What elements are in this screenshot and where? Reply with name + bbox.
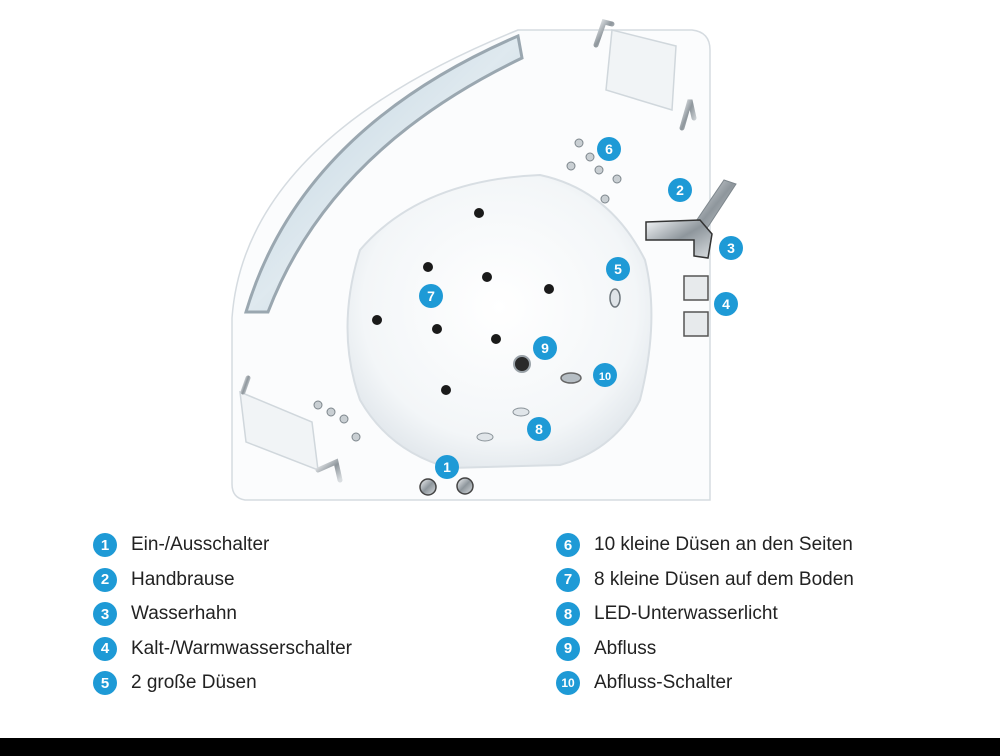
legend-item-7: 7 8 kleine Düsen auf dem Boden [556, 563, 854, 598]
marker-5-label: 5 [614, 261, 622, 277]
on-off-switch-left [419, 478, 437, 496]
marker-2-circle [668, 178, 692, 202]
floor-jets [372, 208, 554, 395]
legend-item-5: 5 2 große Düsen [93, 666, 352, 701]
legend-badge: 1 [93, 533, 117, 558]
marker-1-label: 1 [443, 459, 451, 475]
legend-text: 10 kleine Düsen an den Seiten [594, 534, 853, 556]
marker-9-circle [533, 336, 557, 360]
legend-text: LED-Unterwasserlicht [594, 603, 778, 625]
drain-switch [560, 372, 582, 384]
basin [346, 173, 653, 470]
marker-9: 9 [533, 336, 557, 360]
marker-4: 4 [714, 292, 738, 316]
marker-4-label: 4 [722, 296, 730, 312]
switch-cold-warm-top [683, 275, 709, 301]
side-jets [313, 138, 622, 442]
legend-text: Ein-/Ausschalter [131, 534, 270, 556]
legend-badge: 5 [93, 671, 117, 696]
marker-3-label: 3 [727, 240, 735, 256]
legend-text: Abfluss [594, 637, 657, 659]
legend-text: Abfluss-Schalter [594, 672, 733, 694]
legend-text: Handbrause [131, 568, 235, 590]
legend-badge: 6 [556, 533, 580, 558]
marker-3-circle [719, 236, 743, 260]
footer-bar [0, 738, 1000, 756]
switch-cold-warm-bottom [683, 311, 709, 337]
marker-8: 8 [527, 417, 551, 441]
grab-handle-top [593, 19, 615, 48]
markers-layer: 1 2 3 4 5 6 7 8 9 10 [419, 137, 743, 479]
legend-badge: 7 [556, 567, 580, 592]
marker-7-circle [419, 284, 443, 308]
marker-10: 10 [593, 363, 617, 387]
grab-handle-left [240, 375, 251, 395]
faucet [645, 219, 713, 259]
legend-badge: 8 [556, 602, 580, 627]
legend-badge: 2 [93, 567, 117, 592]
legend-item-8: 8 LED-Unterwasserlicht [556, 597, 854, 632]
marker-7-label: 7 [427, 288, 435, 304]
legend-right-column: 6 10 kleine Düsen an den Seiten 7 8 kleine … [556, 528, 854, 701]
marker-6-circle [597, 137, 621, 161]
legend-badge: 4 [93, 636, 117, 661]
bathtub-diagram: 1 2 3 4 5 6 7 8 9 10 [231, 19, 743, 501]
on-off-switch-right [456, 477, 474, 495]
legend-badge: 3 [93, 602, 117, 627]
legend-text: 2 große Düsen [131, 672, 257, 694]
legend-item-9: 9 Abfluss [556, 632, 854, 667]
marker-6: 6 [597, 137, 621, 161]
marker-5: 5 [606, 257, 630, 281]
legend: 1 Ein-/Ausschalter 2 Handbrause 3 Wasserhahn 4… [0, 520, 1000, 720]
legend-text: Wasserhahn [131, 603, 237, 625]
legend-item-2: 2 Handbrause [93, 563, 352, 598]
marker-1: 1 [435, 455, 459, 479]
headrest-top [605, 29, 677, 111]
legend-text: Kalt-/Warmwasserschalter [131, 637, 353, 659]
grab-handle-bottom [315, 458, 343, 483]
legend-left-column: 1 Ein-/Ausschalter 2 Handbrause 3 Wasserhahn 4… [93, 528, 352, 701]
legend-item-10: 10 Abfluss-Schalter [556, 666, 854, 701]
legend-item-1: 1 Ein-/Ausschalter [93, 528, 352, 563]
led-lights [476, 407, 530, 442]
marker-5-circle [606, 257, 630, 281]
marker-10-label: 10 [599, 371, 611, 383]
marker-9-label: 9 [541, 340, 549, 356]
legend-item-3: 3 Wasserhahn [93, 597, 352, 632]
legend-item-4: 4 Kalt-/Warmwasserschalter [93, 632, 352, 667]
legend-badge: 10 [556, 671, 580, 696]
marker-2: 2 [668, 178, 692, 202]
marker-8-label: 8 [535, 421, 543, 437]
marker-4-circle [714, 292, 738, 316]
legend-badge: 9 [556, 636, 580, 661]
marker-3: 3 [719, 236, 743, 260]
marker-6-label: 6 [605, 141, 613, 157]
marker-1-circle [435, 455, 459, 479]
drain [513, 355, 531, 373]
legend-item-6: 6 10 kleine Düsen an den Seiten [556, 528, 854, 563]
marker-8-circle [527, 417, 551, 441]
marker-7: 7 [419, 284, 443, 308]
legend-text: 8 kleine Düsen auf dem Boden [594, 568, 854, 590]
grab-handle-right [679, 99, 697, 131]
marker-2-label: 2 [676, 182, 684, 198]
glass-panel [243, 33, 524, 314]
large-jets [609, 288, 621, 308]
marker-10-circle [593, 363, 617, 387]
